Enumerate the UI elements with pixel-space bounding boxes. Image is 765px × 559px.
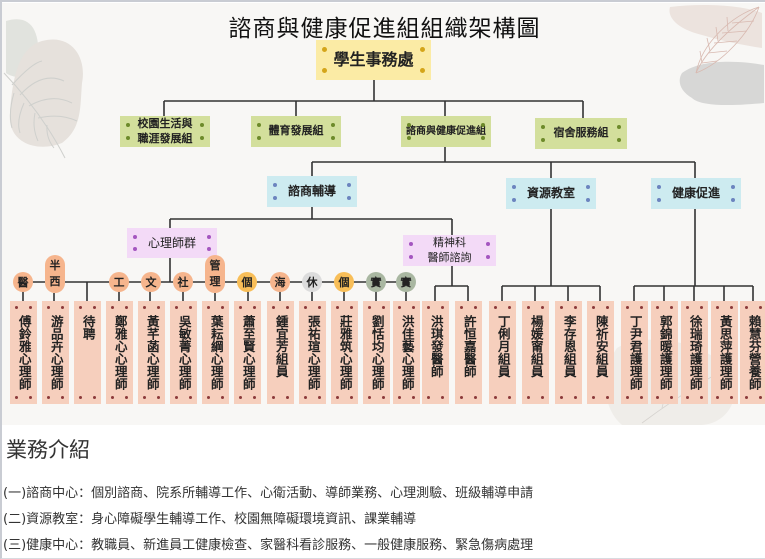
chart-title: 諮商與健康促進組組織架構圖: [228, 16, 541, 42]
staff-name: 吳敏菁心理師: [176, 315, 192, 390]
staff-name: 許恒嘉醫師: [461, 315, 477, 378]
node-counseling-health: 諮商與健康促進組: [401, 116, 491, 147]
staff-card: 賴慧芬營養師: [740, 301, 765, 404]
staff-name: 葉耘綱心理師: [208, 315, 224, 390]
specialty-tag: 文: [141, 272, 161, 292]
staff-name: 丁尹君護理師: [627, 315, 643, 390]
staff-name: 洪佳藝心理師: [399, 315, 415, 390]
staff-card: 鄭雅心心理師: [106, 301, 133, 404]
staff-card: 洪佳藝心理師: [393, 301, 420, 404]
staff-card: 楊媛甯組員: [522, 301, 549, 404]
specialty-tag: 個: [237, 272, 257, 292]
staff-card: 待聘: [74, 301, 101, 404]
staff-card: 陳祈安組員: [587, 301, 614, 404]
staff-card: 莊雅筑心理師: [331, 301, 358, 404]
staff-name: 黃芊菡心理師: [144, 315, 160, 390]
staff-card: 黃思萍護理師: [711, 301, 738, 404]
specialty-tag: 醫: [13, 272, 33, 292]
staff-name: 游品卉心理師: [48, 315, 64, 390]
node-label: 校園生活與 職涯發展組: [137, 116, 193, 145]
business-item-resource-room: (二)資源教室：身心障礙學生輔導工作、校園無障礙環境資訊、課業輔導: [3, 512, 417, 527]
staff-card: 洪琪發醫師: [422, 301, 449, 404]
specialty-tag: 海: [270, 272, 290, 292]
node-resource-room: 資源教室: [506, 178, 596, 209]
staff-card: 丁尹君護理師: [621, 301, 648, 404]
specialty-tag: 休: [302, 272, 322, 292]
staff-name: 鍾宜芳組員: [273, 315, 289, 378]
staff-name: 徐瑞琦護理師: [687, 315, 703, 390]
business-item-counseling: (一)諮商中心：個別諮商、院系所輔導工作、心衛活動、導師業務、心理測驗、班級輔導…: [3, 486, 534, 501]
node-label: 體育發展組: [268, 124, 324, 138]
specialty-tag: 社: [173, 272, 193, 292]
staff-card: 李存恩組員: [555, 301, 582, 404]
staff-name: 郭錦暖護理師: [657, 315, 673, 390]
node-label: 健康促進: [671, 186, 720, 201]
staff-card: 徐瑞琦護理師: [681, 301, 708, 404]
node-label: 諮商輔導: [287, 184, 336, 199]
staff-card: 傅鈴雅心理師: [10, 301, 37, 404]
node-psychologist-group: 心理師群: [127, 228, 217, 258]
staff-name: 丁俐月組員: [495, 315, 511, 378]
node-label: 心理師群: [147, 235, 196, 250]
business-item-health-center: (三)健康中心：教職員、新進員工健康檢查、家醫科看診服務、一般健康服務、緊急傷病…: [3, 538, 534, 553]
specialty-tag: 工: [109, 272, 129, 292]
staff-name: 李存恩組員: [561, 315, 577, 378]
staff-card: 蕭至賢心理師: [234, 301, 261, 404]
node-dormitory-services: 宿舍服務組: [535, 118, 627, 149]
staff-name: 鄭雅心心理師: [112, 315, 128, 390]
specialty-tag: 個: [334, 272, 354, 292]
specialty-tag: 實: [396, 272, 416, 292]
staff-name: 張祐瑄心理師: [305, 315, 321, 390]
staff-card: 劉恬均心理師: [363, 301, 390, 404]
node-health-promotion: 健康促進: [651, 178, 741, 209]
staff-name: 洪琪發醫師: [428, 315, 444, 378]
node-label: 學生事務處: [333, 50, 414, 70]
node-sports-development: 體育發展組: [251, 116, 341, 147]
business-heading: 業務介紹: [6, 438, 90, 462]
org-chart-image: 諮商與健康促進組組織架構圖: [2, 3, 765, 425]
staff-name: 陳祈安組員: [593, 315, 609, 378]
staff-card: 許恒嘉醫師: [455, 301, 482, 404]
staff-card: 郭錦暖護理師: [651, 301, 678, 404]
staff-card: 吳敏菁心理師: [170, 301, 197, 404]
staff-card: 黃芊菡心理師: [138, 301, 165, 404]
node-label: 精神科 醫師諮詢: [427, 236, 472, 264]
staff-name: 莊雅筑心理師: [337, 315, 353, 390]
staff-name: 賴慧芬營養師: [746, 315, 762, 390]
node-counseling: 諮商輔導: [267, 176, 357, 207]
specialty-tag: 實: [366, 272, 386, 292]
staff-name: 楊媛甯組員: [528, 315, 544, 378]
node-campus-life-career: 校園生活與 職涯發展組: [120, 116, 210, 147]
staff-name: 傅鈴雅心理師: [16, 315, 32, 390]
specialty-tag: 管理: [205, 255, 225, 293]
staff-name: 待聘: [80, 315, 96, 340]
node-label: 諮商與健康促進組: [406, 125, 486, 137]
staff-card: 丁俐月組員: [489, 301, 516, 404]
staff-card: 張祐瑄心理師: [299, 301, 326, 404]
staff-card: 鍾宜芳組員: [267, 301, 294, 404]
node-label: 宿舍服務組: [553, 126, 609, 140]
staff-name: 劉恬均心理師: [369, 315, 385, 390]
staff-name: 黃思萍護理師: [717, 315, 733, 390]
staff-name: 蕭至賢心理師: [240, 315, 256, 390]
node-psychiatry-consult: 精神科 醫師諮詢: [403, 235, 496, 266]
node-label: 資源教室: [526, 186, 575, 201]
staff-card: 游品卉心理師: [42, 301, 69, 404]
staff-card: 葉耘綱心理師: [202, 301, 229, 404]
node-student-affairs: 學生事務處: [316, 40, 431, 80]
specialty-tag: 半西: [45, 255, 65, 293]
